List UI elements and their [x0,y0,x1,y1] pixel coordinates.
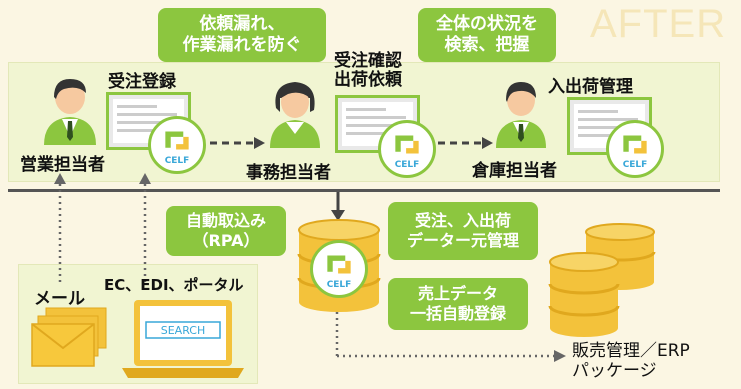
sales-person-icon [44,79,96,145]
sales-label: 営業担当者 [20,155,105,175]
flow-arrow-2 [438,137,493,149]
celf-logo-icon: CELF [606,120,664,178]
celf-logo-icon: CELF [378,120,436,178]
office-label: 事務担当者 [246,163,331,183]
flow-arrow-1 [210,137,265,149]
warehouse-label: 倉庫担当者 [472,161,557,181]
after-watermark: AFTER [590,2,727,46]
warehouse-person-icon [496,82,546,148]
bubble-central-management: 受注、入出荷 データー元管理 [388,202,538,260]
celf-logo-text: CELF [623,160,648,170]
bubble-sales-data: 売上データ 一括自動登録 [388,278,528,330]
db-down-arrow [331,192,345,221]
search-text: SEARCH [161,324,206,337]
office-person-icon [270,82,320,148]
order-confirm-label: 受注確認 出荷依頼 [334,51,402,90]
celf-logo-icon: CELF [310,240,368,298]
celf-logo-text: CELF [327,280,352,290]
erp-label: 販売管理／ERP パッケージ [572,341,690,381]
ec-label: EC、EDI、ポータル [104,276,244,294]
inout-manage-label: 入出荷管理 [548,77,633,97]
mail-envelope-icon [31,307,107,367]
celf-logo-text: CELF [395,160,420,170]
bubble-overview: 全体の状況を 検索、把握 [418,8,556,62]
ec-up-arrow [139,173,151,282]
laptop-icon: SEARCH [122,300,244,378]
celf-logo-icon: CELF [148,116,206,174]
mail-up-arrow [54,173,66,282]
bubble-prevent-omissions: 依頼漏れ、 作業漏れを防ぐ [158,8,326,62]
order-entry-label: 受注登録 [108,72,176,92]
erp-flow-arrow [335,312,566,362]
erp-database-icon [548,223,656,337]
mail-label: メール [34,289,85,309]
system-divider [8,189,720,192]
celf-logo-text: CELF [165,156,190,166]
bubble-rpa: 自動取込み （RPA） [166,206,286,256]
